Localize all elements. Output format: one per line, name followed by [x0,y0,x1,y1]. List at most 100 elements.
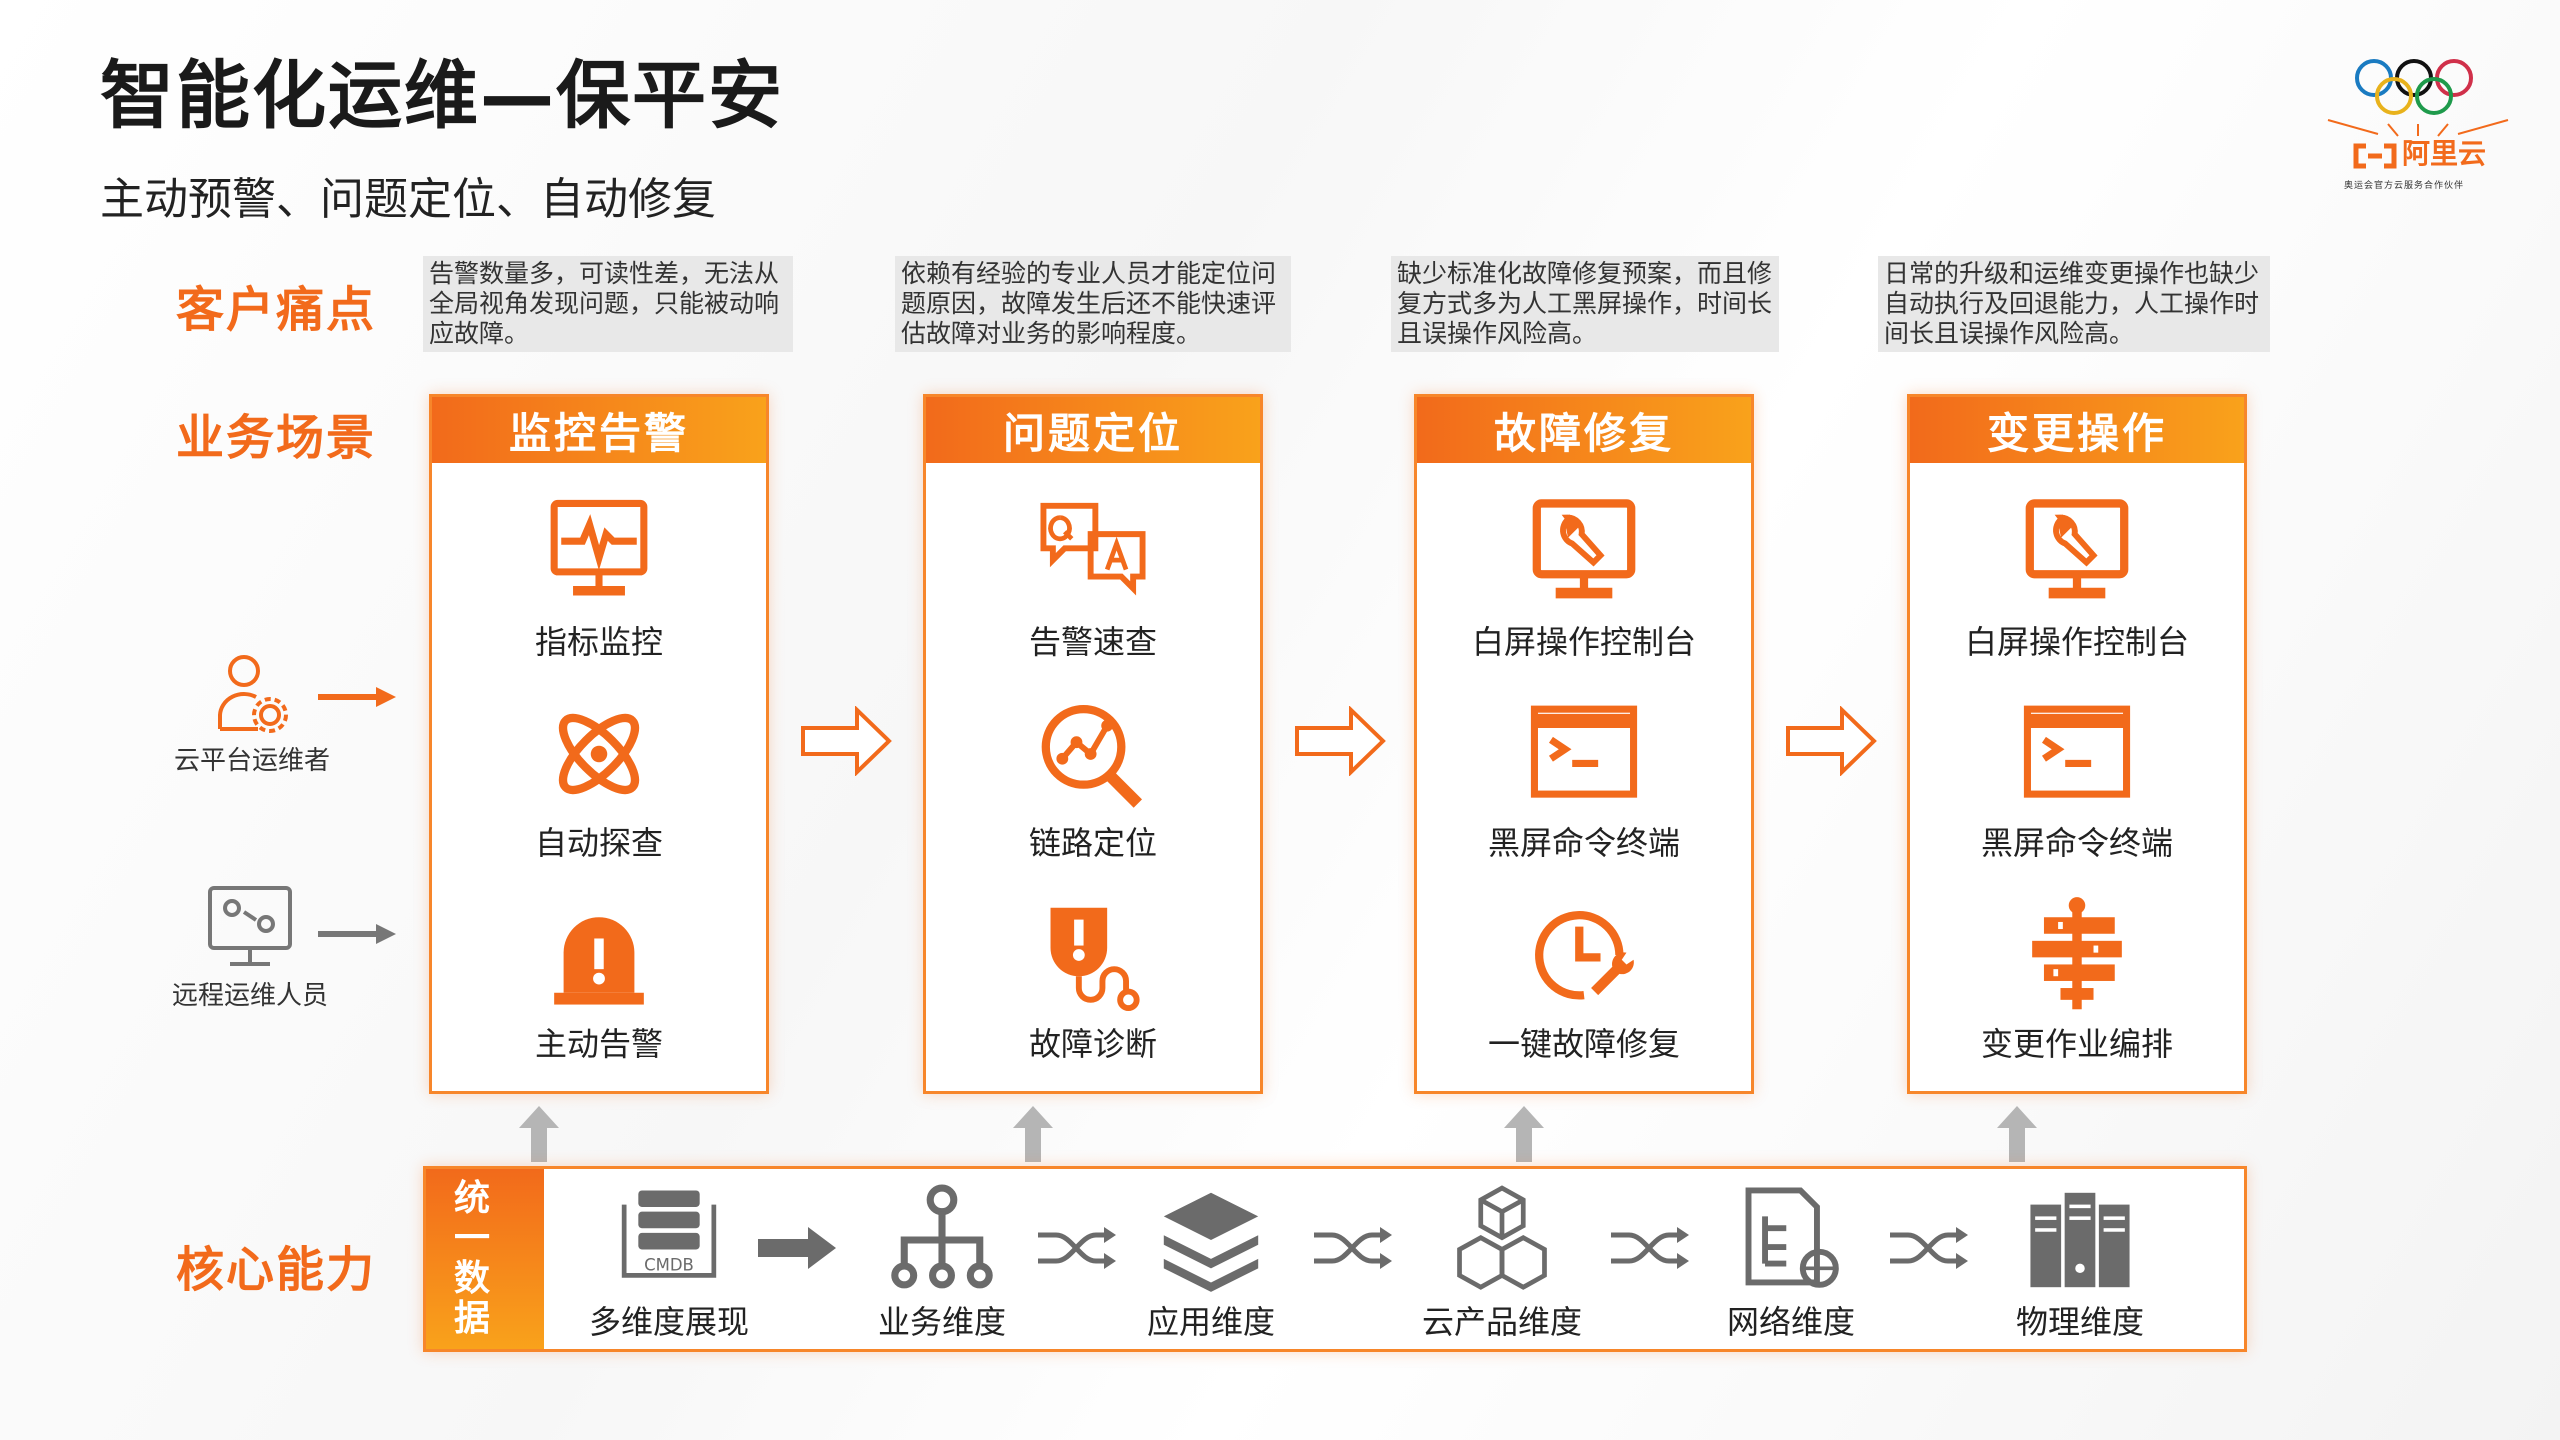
scenario-card-2: 故障修复 白屏操作控制台 黑屏命令终端 一键故障修复 [1414,394,1754,1094]
atom-icon [558,713,640,795]
orchestration-icon [2032,897,2122,1010]
unified-data-label: 统 一 数 据 [426,1169,544,1349]
scenario-item-label: 主动告警 [534,1025,663,1064]
shield-stethoscope-icon [1050,908,1140,1012]
org-tree-icon [891,1184,993,1289]
scenario-card-1: 问题定位 告警速查 链路定位 故障诊断 [923,394,1263,1094]
scenario-item: 黑屏命令终端 [1981,695,2173,863]
olympic-rings-icon [2327,59,2509,169]
label-scenarios: 业务场景 [176,410,377,466]
scenario-item: 主动告警 [534,896,664,1064]
cmdb-icon: CMDB [621,1190,717,1278]
pain-point-text: 日常的升级和运维变更操作也缺少自动执行及回退能力，人工操作时间长且误操作风险高。 [1878,256,2270,352]
scenario-item-label: 黑屏命令终端 [1980,823,2173,862]
arrow-up-icon [1504,1106,1544,1162]
scenario-card-0: 监控告警 指标监控 自动探查 主动告警 [429,394,769,1094]
clock-wrench-icon [1535,911,1634,1000]
scenario-title: 监控告警 [432,397,766,463]
scenario-item: 白屏操作控制台 [1965,494,2189,662]
scenario-item-label: 白屏操作控制台 [1471,622,1696,661]
persona-label: 云平台运维者 [173,746,330,776]
arrow-right-icon [318,687,396,707]
arrow-right-outline-icon [801,706,892,776]
scenario-card-3: 变更操作 白屏操作控制台 黑屏命令终端 变更作业编排 [1907,394,2247,1094]
scenario-item-label: 自动探查 [534,823,663,862]
dimension-cmdb: CMDB 多维度展现 [559,1181,779,1341]
chain-search-icon [1041,705,1143,808]
scenario-item-label: 变更作业编排 [1980,1025,2173,1064]
page-subtitle: 主动预警、问题定位、自动修复 [100,174,716,225]
cmdb-text: CMDB [644,1256,694,1275]
terminal-icon [1530,705,1638,798]
scenario-item: 变更作业编排 [1981,896,2173,1064]
remote-monitor-icon [208,886,292,966]
wrench-monitor-icon [2025,498,2129,599]
logo-tagline: 奥运会官方云服务合作伙伴 [2344,181,2465,191]
layers-icon [1163,1192,1259,1292]
arrow-right-outline-icon [1786,706,1877,776]
scenario-item-label: 故障诊断 [1028,1025,1157,1064]
dimension-label: 云产品维度 [1421,1303,1582,1341]
dimension-label: 物理维度 [2015,1303,2144,1341]
dimension-label: 业务维度 [877,1303,1006,1341]
pain-point-text: 依赖有经验的专业人员才能定位问题原因，故障发生后还不能快速评估故障对业务的影响程… [895,256,1291,352]
dimension-cubes: 云产品维度 [1392,1181,1612,1341]
scenario-item: 故障诊断 [1028,896,1158,1064]
pain-point-text: 缺少标准化故障修复预案，而且修复方式多为人工黑屏操作，时间长且误操作风险高。 [1391,256,1779,352]
pain-point-text: 告警数量多，可读性差，无法从全局视角发现问题，只能被动响应故障。 [423,256,793,352]
scenario-item: 链路定位 [1028,695,1158,863]
scenario-title: 故障修复 [1417,397,1751,463]
alarm-icon [554,917,644,1005]
dimension-network-doc: 网络维度 [1681,1181,1901,1341]
dimension-servers: 物理维度 [1970,1181,2190,1341]
scenario-item-label: 告警速查 [1028,622,1157,661]
persona-cloud-ops: 云平台运维者 [152,645,352,777]
dimension-org-tree: 业务维度 [832,1181,1052,1341]
label-pain-points: 客户痛点 [176,282,377,338]
arrow-up-icon [519,1106,559,1162]
unify-char: 数 [453,1258,490,1299]
cubes-icon [1457,1185,1547,1290]
shuffle-icon [1611,1227,1689,1269]
arrow-right-icon [318,924,396,944]
user-gear-icon [218,655,288,733]
persona-remote-ops: 远程运维人员 [150,880,350,1012]
unify-char: 据 [453,1298,490,1339]
dimension-label: 应用维度 [1146,1303,1275,1341]
scenario-title: 变更操作 [1910,397,2244,463]
qa-icon [1040,502,1146,596]
olympic-aliyun-logo: 阿里云 奥运会官方云服务合作伙伴 [2318,50,2518,200]
scenario-item: 一键故障修复 [1488,896,1680,1064]
dimension-label: 多维度展现 [588,1303,749,1341]
scenario-item: 告警速查 [1028,494,1158,662]
shuffle-icon [1038,1227,1116,1269]
scenario-item: 白屏操作控制台 [1472,494,1696,662]
network-doc-icon [1745,1187,1839,1288]
unify-char: 一 [453,1218,490,1259]
scenario-item-label: 指标监控 [534,622,663,661]
dimension-label: 网络维度 [1726,1303,1855,1341]
terminal-icon [2023,705,2131,798]
dimension-layers: 应用维度 [1101,1181,1321,1341]
label-core-capabilities: 核心能力 [176,1242,377,1298]
arrow-right-solid-icon [758,1227,836,1269]
scenario-item-label: 链路定位 [1028,823,1157,862]
scenario-item: 自动探查 [534,695,664,863]
scenario-item-label: 白屏操作控制台 [1964,622,2189,661]
arrow-up-icon [1013,1106,1053,1162]
shuffle-icon [1890,1227,1968,1269]
scenario-item-label: 一键故障修复 [1487,1025,1680,1064]
wrench-monitor-icon [1532,498,1636,599]
scenario-item: 黑屏命令终端 [1488,695,1680,863]
scenario-item: 指标监控 [534,494,664,662]
page-title: 智能化运维—保平安 [100,53,784,139]
servers-icon [2030,1192,2130,1288]
arrow-up-icon [1997,1106,2037,1162]
scenario-item-label: 黑屏命令终端 [1487,823,1680,862]
logo-brand: 阿里云 [2402,137,2487,170]
arrow-right-outline-icon [1295,706,1386,776]
core-capabilities-panel: 统 一 数 据 CMDB 多维度展现 业务维度 应用维度 云产品维度 网络维度 … [423,1166,2247,1352]
unify-char: 统 [453,1178,490,1219]
scenario-title: 问题定位 [926,397,1260,463]
monitor-pulse-icon [550,499,648,596]
